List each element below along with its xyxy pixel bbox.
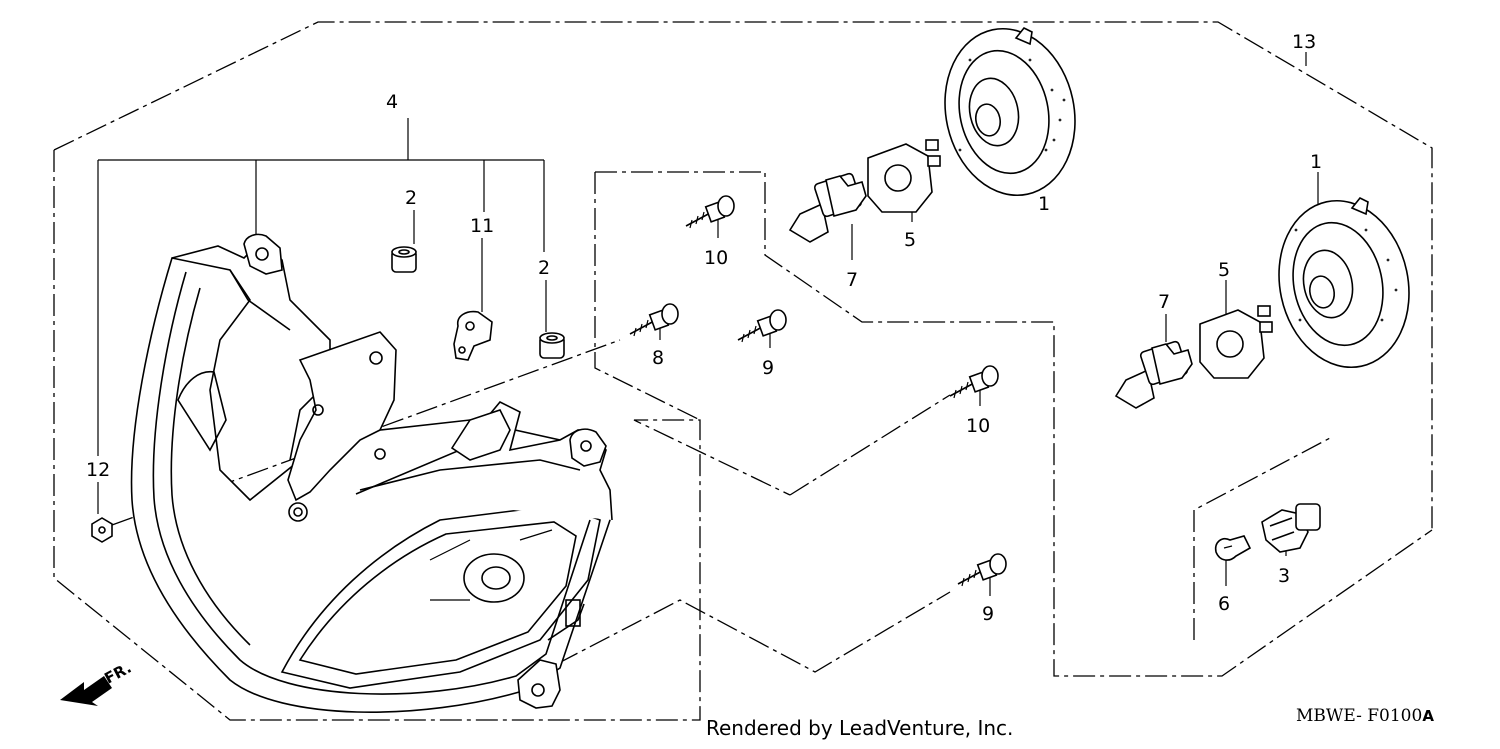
callout-1-lower: 1 <box>1310 151 1322 173</box>
callout-11: 11 <box>470 215 494 237</box>
callout-9-lower: 9 <box>982 603 994 625</box>
front-direction-arrow-icon: FR. <box>60 659 134 706</box>
callout-7-lower: 7 <box>1158 291 1170 313</box>
bulb-lower <box>1114 340 1193 409</box>
callout-10-lower: 10 <box>966 415 990 437</box>
callout-4: 4 <box>386 91 398 113</box>
callout-5-upper: 5 <box>904 229 916 251</box>
nut <box>91 517 113 543</box>
credit-text: Rendered by LeadVenture, Inc. <box>706 716 1014 740</box>
headlight-cover-upper <box>944 26 1076 197</box>
callout-10-upper: 10 <box>704 247 728 269</box>
callout-9-upper: 9 <box>762 357 774 379</box>
socket-upper <box>867 139 941 213</box>
callout-labels: 4 2 11 2 12 10 8 9 10 9 7 5 1 13 1 5 7 3… <box>86 31 1322 625</box>
wedge-bulb <box>1214 535 1252 561</box>
callout-7-upper: 7 <box>846 269 858 291</box>
position-light-socket <box>1261 503 1321 553</box>
callout-2-lower: 2 <box>538 257 550 279</box>
screw-9-lower <box>957 553 1007 587</box>
screw-10-lower <box>949 365 999 399</box>
screw-9-upper <box>737 309 787 343</box>
callout-13: 13 <box>1292 31 1316 53</box>
diagram-code: MBWE- F0100A <box>1296 706 1434 726</box>
collar-upper <box>391 246 417 273</box>
callout-3: 3 <box>1278 565 1290 587</box>
bulb-upper <box>788 172 867 243</box>
socket-lower <box>1199 305 1273 379</box>
callout-5-lower: 5 <box>1218 259 1230 281</box>
screw-8 <box>629 303 679 337</box>
callout-2-upper: 2 <box>405 187 417 209</box>
callout-1-upper: 1 <box>1038 193 1050 215</box>
headlight-cover-lower <box>1278 196 1410 369</box>
callout-8: 8 <box>652 347 664 369</box>
diagram-code-suffix: A <box>1422 707 1434 725</box>
grommet <box>453 310 493 361</box>
screw-10-upper <box>685 195 735 229</box>
callout-12: 12 <box>86 459 110 481</box>
diagram-code-text: MBWE- F0100 <box>1296 706 1423 726</box>
headlight-assembly <box>130 233 613 713</box>
collar-lower <box>539 332 565 359</box>
callout-6: 6 <box>1218 593 1230 615</box>
